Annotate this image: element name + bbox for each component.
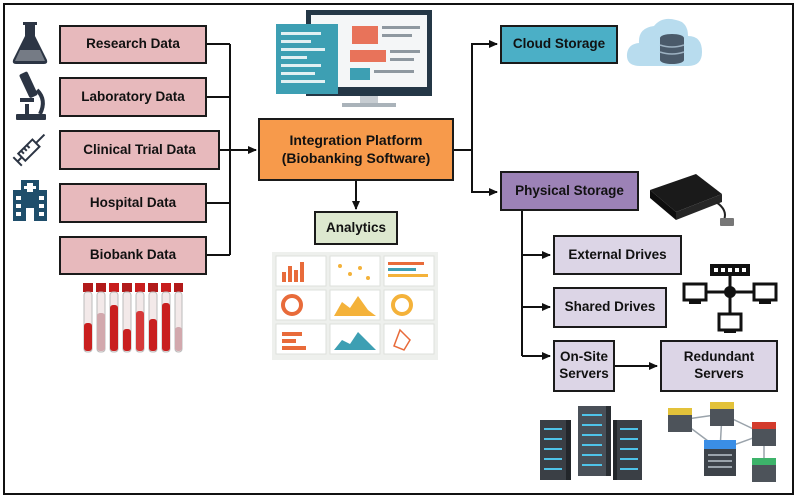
network-topology-icon bbox=[682, 264, 778, 333]
biobank-data-label: Biobank Data bbox=[89, 247, 177, 263]
clinical-trial-data-label: Clinical Trial Data bbox=[83, 141, 196, 157]
diagram-frame bbox=[3, 3, 794, 495]
integration-platform-box: Integration Platform (Biobanking Softwar… bbox=[258, 118, 454, 181]
research-data-box: Research Data bbox=[59, 25, 207, 64]
microscope-icon bbox=[16, 71, 46, 120]
shared-drives-label: Shared Drives bbox=[564, 299, 656, 315]
hospital-icon bbox=[13, 180, 47, 221]
analytics-dashboard-icon bbox=[272, 252, 438, 360]
arrow-to-cloud bbox=[454, 40, 498, 151]
cloud-database-icon bbox=[626, 18, 702, 66]
physical-storage-label: Physical Storage bbox=[515, 182, 624, 198]
hospital-data-box: Hospital Data bbox=[59, 183, 207, 223]
external-drives-label: External Drives bbox=[568, 246, 667, 262]
external-drives-box: External Drives bbox=[553, 235, 682, 275]
software-monitor-icon bbox=[276, 10, 432, 107]
flask-icon bbox=[12, 22, 48, 64]
biobank-data-box: Biobank Data bbox=[59, 236, 207, 275]
on-site-servers-label: On-Site Servers bbox=[559, 349, 609, 381]
redundant-servers-icon bbox=[668, 402, 776, 482]
redundant-servers-box: Redundant Servers bbox=[660, 340, 778, 392]
analytics-label: Analytics bbox=[325, 219, 387, 235]
redundant-servers-label: Redundant Servers bbox=[683, 349, 755, 381]
physical-storage-box: Physical Storage bbox=[500, 171, 639, 211]
cloud-storage-label: Cloud Storage bbox=[512, 36, 606, 52]
external-drive-icon bbox=[650, 174, 734, 226]
platform-subtitle: (Biobanking Software) bbox=[281, 149, 431, 166]
sample-tubes-icon bbox=[83, 283, 183, 353]
research-data-label: Research Data bbox=[86, 36, 180, 52]
syringe-icon bbox=[12, 133, 46, 167]
cloud-storage-box: Cloud Storage bbox=[500, 25, 618, 64]
server-racks-icon bbox=[540, 406, 642, 480]
analytics-box: Analytics bbox=[314, 211, 398, 245]
on-site-servers-box: On-Site Servers bbox=[553, 340, 615, 392]
shared-drives-box: Shared Drives bbox=[553, 287, 667, 328]
hospital-data-label: Hospital Data bbox=[89, 194, 177, 210]
platform-title: Integration Platform bbox=[289, 132, 423, 148]
clinical-trial-data-box: Clinical Trial Data bbox=[59, 130, 220, 170]
laboratory-data-label: Laboratory Data bbox=[81, 88, 185, 104]
arrow-to-physical bbox=[471, 150, 498, 196]
laboratory-data-box: Laboratory Data bbox=[59, 77, 207, 117]
